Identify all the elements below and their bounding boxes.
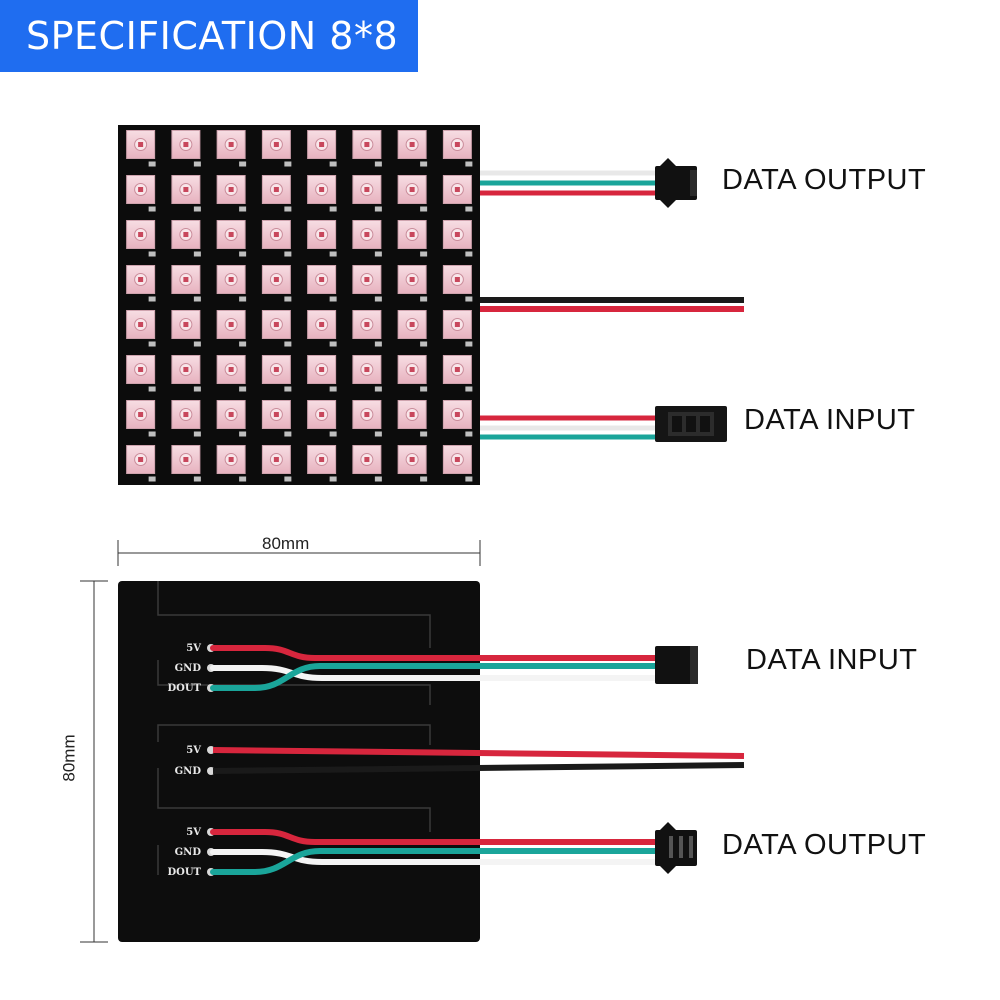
led-0-6 (397, 130, 428, 167)
led-6-0 (126, 400, 156, 437)
led-1-5 (352, 175, 382, 212)
led-2-3 (261, 220, 292, 257)
led-7-5 (352, 445, 382, 482)
board-traces (157, 581, 431, 875)
led-4-6 (397, 310, 428, 347)
led-grid (126, 130, 473, 482)
led-4-0 (126, 310, 156, 347)
height-dimension-label: 80mm (59, 734, 79, 782)
led-5-3 (261, 355, 292, 392)
bottom-output-wires (210, 829, 658, 875)
bottom-power-wires (212, 747, 745, 774)
led-3-4 (307, 265, 337, 302)
led-3-6 (397, 265, 428, 302)
led-3-5 (352, 265, 382, 302)
led-2-5 (352, 220, 382, 257)
led-6-1 (171, 400, 201, 437)
led-7-2 (216, 445, 247, 482)
led-6-7 (442, 400, 473, 437)
led-1-6 (397, 175, 428, 212)
led-1-2 (216, 175, 247, 212)
led-7-0 (126, 445, 156, 482)
led-4-3 (261, 310, 292, 347)
bottom-data-input-label: DATA INPUT (746, 644, 918, 676)
led-3-3 (261, 265, 292, 302)
led-2-4 (307, 220, 337, 257)
led-5-0 (126, 355, 156, 392)
top-output-wires (480, 170, 655, 196)
led-4-2 (216, 310, 247, 347)
led-3-7 (442, 265, 473, 302)
led-0-0 (126, 130, 156, 167)
pad-label-dout-bottom: DOUT (167, 867, 201, 878)
led-3-2 (216, 265, 247, 302)
led-2-0 (126, 220, 156, 257)
led-4-4 (307, 310, 337, 347)
width-dimension-line (117, 540, 481, 566)
pad-label-gnd-top: GND (175, 663, 202, 674)
bottom-input-connector (655, 646, 698, 684)
led-0-7 (442, 130, 473, 167)
led-0-1 (171, 130, 201, 167)
led-7-1 (171, 445, 201, 482)
led-7-7 (442, 445, 473, 482)
bottom-board-back (118, 581, 480, 942)
led-5-5 (352, 355, 382, 392)
led-2-7 (442, 220, 473, 257)
led-6-3 (261, 400, 292, 437)
led-7-3 (261, 445, 292, 482)
bottom-input-wires (210, 645, 658, 691)
page-title: SPECIFICATION 8*8 (0, 0, 418, 72)
led-5-6 (397, 355, 428, 392)
led-6-2 (216, 400, 247, 437)
top-data-output-label: DATA OUTPUT (722, 164, 927, 196)
top-data-input-label: DATA INPUT (744, 404, 916, 436)
led-1-7 (442, 175, 473, 212)
led-2-2 (216, 220, 247, 257)
led-3-1 (171, 265, 201, 302)
pad-label-5v-bottom: 5V (186, 827, 201, 838)
led-5-7 (442, 355, 473, 392)
bottom-data-output-label: DATA OUTPUT (722, 829, 927, 861)
led-5-1 (171, 355, 201, 392)
bottom-output-connector (655, 822, 697, 874)
led-0-3 (261, 130, 292, 167)
led-0-2 (216, 130, 247, 167)
top-power-wires (480, 297, 744, 312)
led-7-4 (307, 445, 337, 482)
led-1-3 (261, 175, 292, 212)
led-1-0 (126, 175, 156, 212)
led-6-5 (352, 400, 382, 437)
width-dimension-label: 80mm (262, 534, 310, 553)
led-0-4 (307, 130, 337, 167)
led-7-6 (397, 445, 428, 482)
top-input-connector (655, 406, 727, 442)
led-0-5 (352, 130, 382, 167)
led-6-4 (307, 400, 337, 437)
led-1-1 (171, 175, 201, 212)
top-input-wires (480, 415, 655, 440)
pad-label-5v-top: 5V (186, 643, 201, 654)
height-dimension-line (80, 580, 108, 943)
pad-label-gnd-mid: GND (175, 766, 202, 777)
led-2-1 (171, 220, 201, 257)
pad-label-dout-top: DOUT (167, 683, 201, 694)
led-3-0 (126, 265, 156, 302)
led-5-4 (307, 355, 337, 392)
pad-label-gnd-bottom: GND (175, 847, 202, 858)
top-output-connector (655, 158, 697, 208)
led-4-7 (442, 310, 473, 347)
led-4-5 (352, 310, 382, 347)
led-1-4 (307, 175, 337, 212)
led-5-2 (216, 355, 247, 392)
pad-label-5v-mid: 5V (186, 745, 201, 756)
led-2-6 (397, 220, 428, 257)
led-6-6 (397, 400, 428, 437)
led-4-1 (171, 310, 201, 347)
